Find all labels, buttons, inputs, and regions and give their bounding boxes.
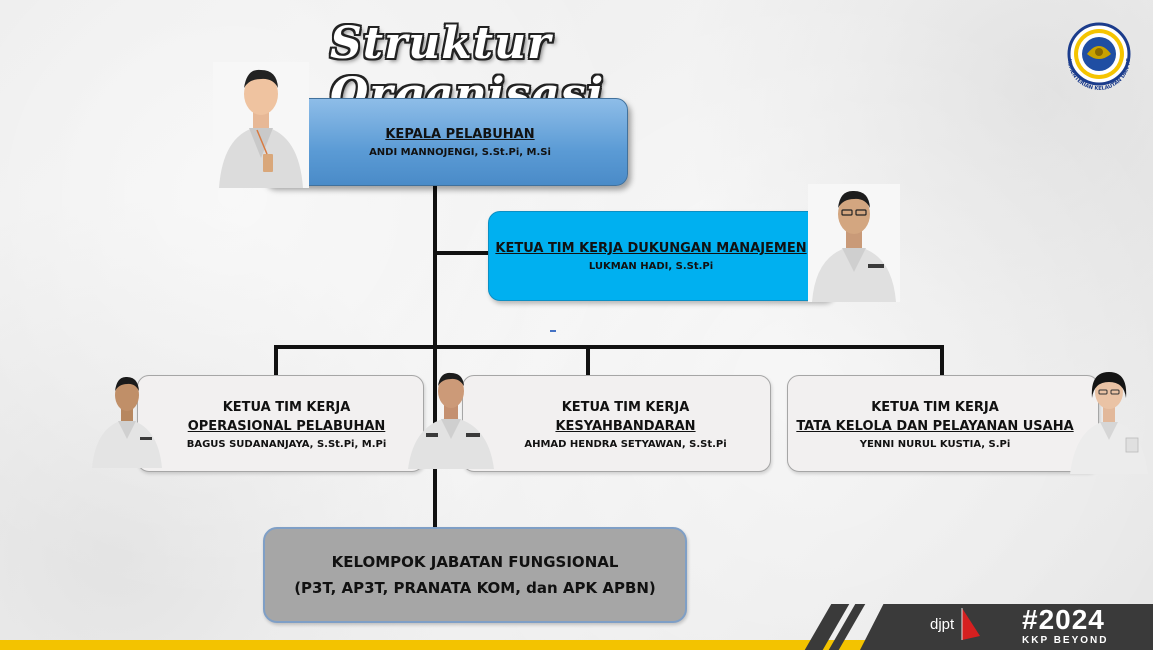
connector-management (435, 251, 489, 255)
team-unit: KESYAHBANDARAN (555, 418, 696, 434)
team-heading: KETUA TIM KERJA (561, 399, 690, 415)
head-box: KEPALA PELABUHAN ANDI MANNOJENGI, S.St.P… (262, 98, 628, 186)
footer-accent-bar (0, 640, 1153, 650)
photo-operasional-pelabuhan (92, 376, 162, 468)
photo-tata-kelola (1070, 372, 1148, 474)
team-box-kesyahbandaran: KETUA TIM KERJA KESYAHBANDARAN AHMAD HEN… (462, 375, 771, 472)
connector-team-tata (940, 345, 944, 375)
management-name: LUKMAN HADI, S.St.Pi (588, 260, 714, 272)
head-title: KEPALA PELABUHAN (385, 126, 535, 142)
year-tag: #2024 (1022, 604, 1105, 635)
marker-dash (550, 330, 556, 332)
functional-title: KELOMPOK JABATAN FUNGSIONAL (331, 553, 619, 571)
team-unit: TATA KELOLA DAN PELAYANAN USAHA (796, 418, 1074, 434)
kkp-logo: KEMENTERIAN KELAUTAN DAN PERIKANAN (1056, 16, 1132, 92)
team-leader-name: YENNI NURUL KUSTIA, S.Pi (859, 438, 1011, 450)
photo-kepala-pelabuhan (213, 62, 309, 188)
team-leader-name: AHMAD HENDRA SETYAWAN, S.St.Pi (524, 438, 727, 450)
team-leader-name: BAGUS SUDANANJAYA, S.St.Pi, M.Pi (186, 438, 387, 450)
connector-team-ops (274, 345, 278, 375)
photo-dukungan-manajemen (808, 184, 900, 302)
connector-team-kesy (586, 345, 590, 375)
photo-kesyahbandaran (408, 372, 494, 469)
sail-icon (961, 608, 980, 640)
team-box-tata-kelola: KETUA TIM KERJA TATA KELOLA DAN PELAYANA… (787, 375, 1099, 472)
functional-detail: (P3T, AP3T, PRANATA KOM, dan APK APBN) (294, 579, 656, 597)
team-heading: KETUA TIM KERJA (871, 399, 999, 415)
djpt-logo-text: djpt (930, 616, 955, 633)
year-tagline: KKP BEYOND (1022, 635, 1109, 646)
team-unit: OPERASIONAL PELABUHAN (187, 418, 386, 434)
connector-main-vertical (433, 186, 437, 529)
head-name: ANDI MANNOJENGI, S.St.Pi, M.Si (369, 146, 551, 158)
management-title: KETUA TIM KERJA DUKUNGAN MANAJEMEN (495, 240, 807, 256)
team-box-operasional: KETUA TIM KERJA OPERASIONAL PELABUHAN BA… (137, 375, 424, 472)
footer-dark-panel (860, 604, 1153, 650)
connector-teams-horizontal (274, 345, 944, 349)
functional-group-box: KELOMPOK JABATAN FUNGSIONAL (P3T, AP3T, … (263, 527, 687, 623)
team-heading: KETUA TIM KERJA (222, 399, 351, 415)
management-box: KETUA TIM KERJA DUKUNGAN MANAJEMEN LUKMA… (488, 211, 834, 301)
